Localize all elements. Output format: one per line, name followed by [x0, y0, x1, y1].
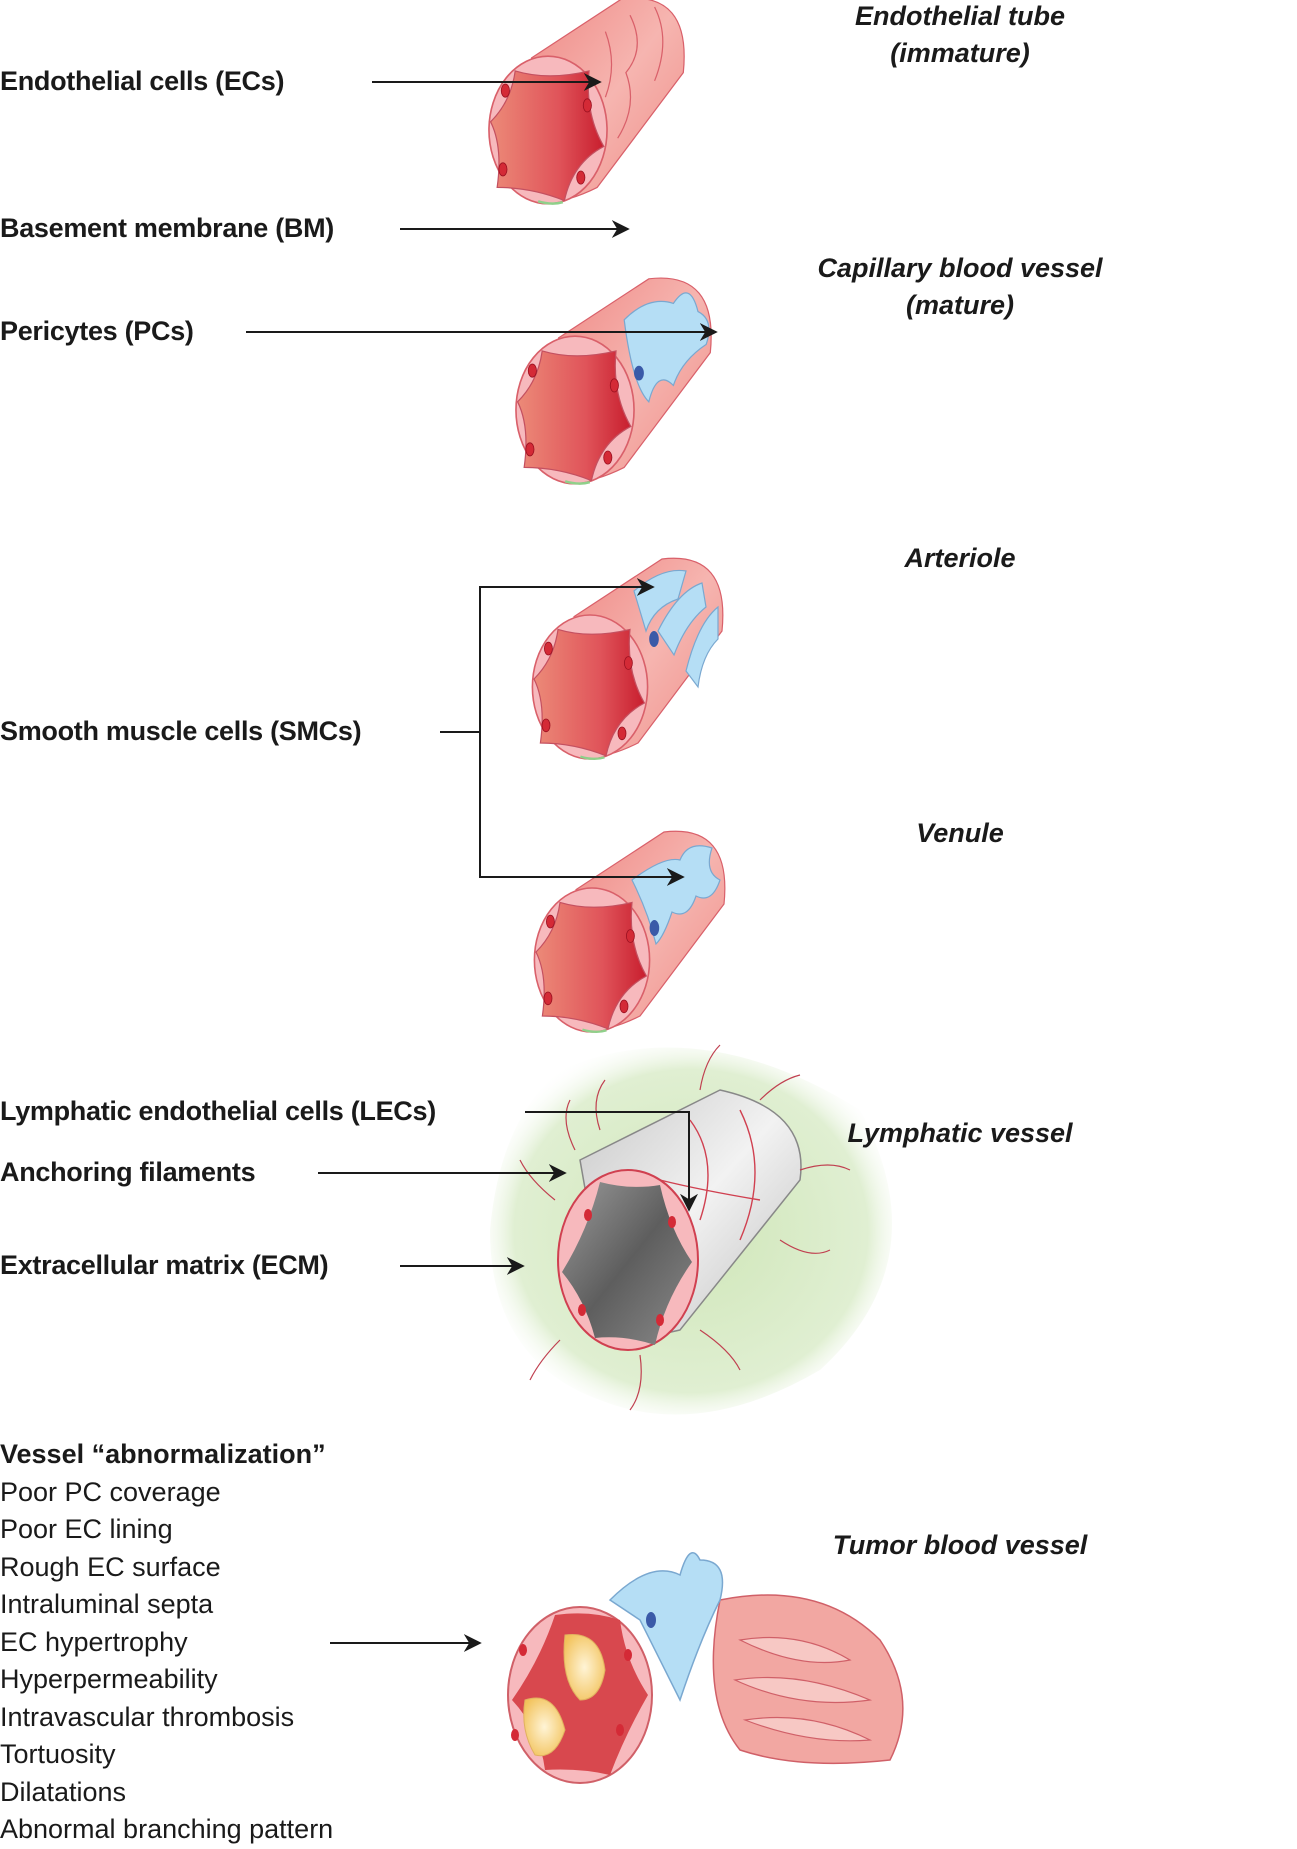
title-lymphatic: Lymphatic vessel [847, 1118, 1073, 1148]
list-item: Poor PC coverage [0, 1476, 221, 1507]
title-tumor: Tumor blood vessel [832, 1530, 1088, 1560]
title-line-2: (immature) [890, 38, 1030, 68]
label-pericytes: Pericytes (PCs) [0, 316, 194, 346]
title-line-2: (mature) [905, 290, 1014, 320]
title-line-1: Endothelial tube [854, 1, 1065, 31]
smc-arrow-arteriole [479, 578, 655, 732]
endothelial-tube-illustration [487, 0, 686, 206]
label-endothelial-cells: Endothelial cells (ECs) [0, 66, 285, 96]
abnormalization-list: Vessel “abnormalization” Poor PC coverag… [0, 1436, 333, 1849]
list-item: Abnormal branching pattern [0, 1814, 334, 1844]
title-venule: Venule [916, 818, 1004, 848]
list-item: Poor EC lining [0, 1514, 173, 1544]
list-item: Intraluminal septa [0, 1589, 214, 1619]
title-endothelial-tube: Endothelial tube (immature) [790, 0, 1130, 72]
abnormalization-heading: Vessel “abnormalization” [0, 1439, 326, 1469]
label-basement-membrane: Basement membrane (BM) [0, 213, 334, 243]
lymphatic-illustration [490, 1044, 892, 1415]
label-lymphatic-endothelial-cells: Lymphatic endothelial cells (LECs) [0, 1096, 436, 1126]
list-item: EC hypertrophy [0, 1626, 188, 1657]
title-arteriole: Arteriole [904, 543, 1016, 573]
venule-illustration [533, 830, 727, 1034]
title-line-1: Capillary blood vessel [817, 253, 1103, 283]
label-anchoring-filaments: Anchoring filaments [0, 1157, 256, 1187]
list-item: Rough EC surface [0, 1551, 221, 1582]
list-item: Dilatations [0, 1776, 127, 1807]
arteriole-illustration [531, 557, 725, 761]
list-item: Tortuosity [0, 1739, 116, 1769]
list-item: Hyperpermeability [0, 1664, 218, 1694]
title-capillary: Capillary blood vessel (mature) [790, 250, 1130, 324]
tumor-vessel-illustration [507, 1551, 904, 1784]
smc-arrow-venule [479, 732, 685, 886]
lec-arrow [525, 1111, 698, 1212]
list-item: Intravascular thrombosis [0, 1701, 295, 1732]
leader-lines [246, 73, 718, 1652]
capillary-illustration [514, 276, 713, 486]
label-extracellular-matrix: Extracellular matrix (ECM) [0, 1250, 329, 1280]
label-smooth-muscle-cells: Smooth muscle cells (SMCs) [0, 716, 362, 746]
